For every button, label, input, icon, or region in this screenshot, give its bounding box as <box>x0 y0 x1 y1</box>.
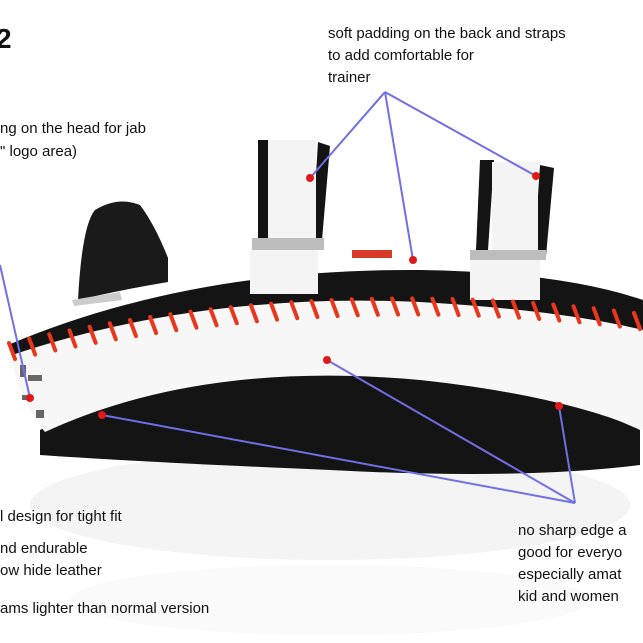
page-heading: 2 <box>0 23 12 54</box>
marker-base-right <box>555 402 563 410</box>
stitch <box>107 321 118 342</box>
stitch <box>410 296 421 317</box>
markers <box>26 172 563 419</box>
stitch <box>551 302 562 323</box>
marker-center <box>409 256 417 264</box>
stitch <box>269 301 280 322</box>
strap-1-pad <box>268 140 316 240</box>
stitch <box>47 332 58 353</box>
stitch <box>490 298 501 319</box>
stitch <box>632 311 642 331</box>
annotation-head-line-1: ng on the head for jab <box>0 120 146 137</box>
stitch <box>430 296 441 317</box>
reflection-lower <box>70 565 590 635</box>
pad-base <box>40 372 640 474</box>
strap-1-right <box>312 142 330 240</box>
strap-2-base <box>470 260 540 300</box>
strap-1-buckle <box>252 238 324 250</box>
annotation-padding-line-2: to add comfortable for <box>328 47 474 64</box>
annotation-edge-line-3: especially amat <box>518 566 622 583</box>
stitch <box>289 300 300 321</box>
handle-buckle <box>72 292 122 306</box>
stitching <box>7 296 642 361</box>
marker-base-left <box>98 411 106 419</box>
strap-1-base <box>250 250 318 294</box>
stitch <box>470 297 481 318</box>
annotation-edge-line-4: kid and women <box>518 588 619 605</box>
stitch <box>208 307 219 328</box>
stitch <box>329 298 340 319</box>
annotation-design-fit: l design for tight fit <box>0 508 122 525</box>
reflection <box>30 450 630 560</box>
stitch <box>369 296 380 317</box>
strap-2-right <box>534 165 554 256</box>
annotation-lighter: ams lighter than normal version <box>0 600 210 617</box>
stitch <box>67 328 78 349</box>
center-tab <box>352 250 392 258</box>
marker-logo <box>26 394 34 402</box>
annotation-padding-line-3: trainer <box>328 69 371 86</box>
leader-lines <box>0 91 576 504</box>
annotation-head-line-2: " logo area) <box>0 143 78 160</box>
stitch <box>87 324 98 345</box>
stitch <box>309 299 320 320</box>
stitch <box>127 318 138 339</box>
stitch <box>571 304 582 325</box>
annotation-padding-line-1: soft padding on the back and straps <box>328 25 566 42</box>
marker-strap-2 <box>532 172 540 180</box>
stitch <box>248 303 259 324</box>
stitch <box>531 300 542 321</box>
stitch <box>349 297 360 318</box>
annotation-edge-line-2: good for everyo <box>518 544 623 561</box>
stitch <box>450 297 461 318</box>
stitch <box>27 336 38 357</box>
stitch <box>7 341 17 361</box>
stitch <box>168 312 179 333</box>
stitch <box>511 299 522 320</box>
stitch <box>188 309 199 330</box>
strap-2-left <box>476 160 494 250</box>
marker-body-center <box>323 356 331 364</box>
strap-2-buckle <box>470 250 546 260</box>
marker-strap-1 <box>306 174 314 182</box>
stitch <box>390 296 401 317</box>
annotation-edge-line-1: no sharp edge a <box>518 522 627 539</box>
annotation-leather-line-1: nd endurable <box>0 540 88 557</box>
pad-body <box>10 298 643 432</box>
stitch <box>228 305 239 326</box>
strap-2-pad <box>492 162 538 254</box>
strap-1-left <box>258 140 270 240</box>
stitch <box>148 314 159 335</box>
annotation-leather-line-2: ow hide leather <box>0 562 102 579</box>
stitch <box>591 306 602 327</box>
back-handle <box>78 201 168 300</box>
stitch <box>611 308 622 329</box>
